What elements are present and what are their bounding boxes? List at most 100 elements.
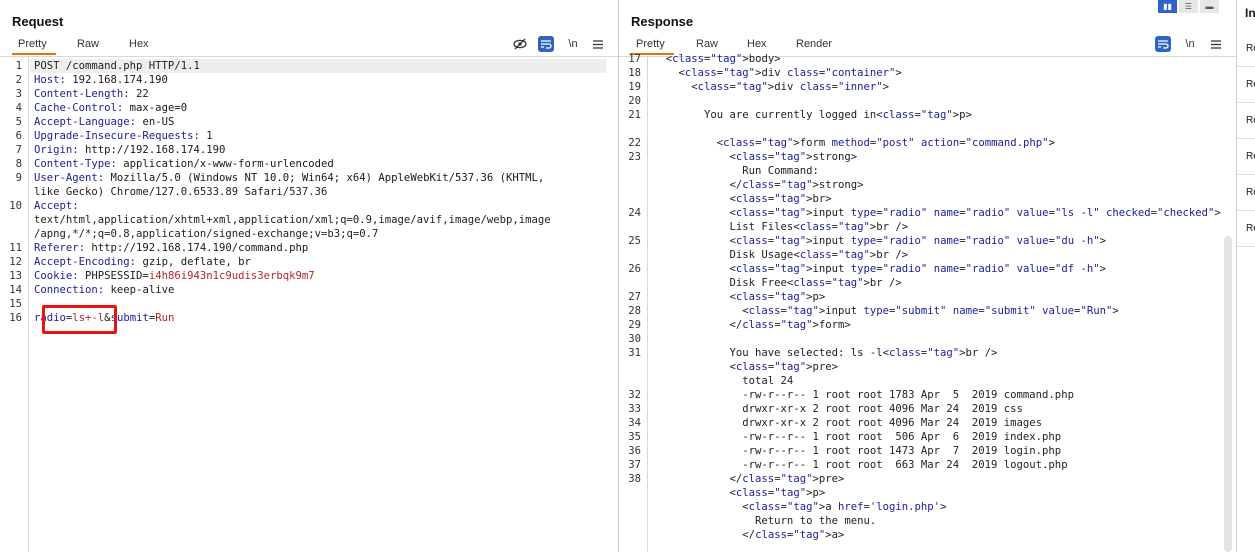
scrollbar[interactable]: [1224, 236, 1232, 552]
line-number: 10: [9, 200, 22, 212]
line-number: 15: [9, 298, 22, 310]
line-number: 37: [628, 459, 641, 471]
request-line: Upgrade-Insecure-Requests: 1: [34, 130, 213, 142]
request-line: Cookie: PHPSESSID=i4h86i943n1c9udis3erbq…: [34, 270, 315, 282]
menu-icon[interactable]: [1208, 36, 1224, 52]
inspector-row[interactable]: Re: [1237, 67, 1255, 103]
line-number: 5: [15, 116, 22, 128]
menu-icon[interactable]: [590, 36, 606, 52]
response-line: <class="tag">br>: [653, 193, 832, 205]
line-number: 7: [15, 144, 22, 156]
tab-render[interactable]: Render: [796, 38, 833, 50]
line-number: 20: [628, 95, 641, 107]
tab-raw[interactable]: Raw: [77, 38, 100, 50]
line-number: 1: [15, 60, 22, 72]
wrap-lines-icon[interactable]: [538, 36, 554, 52]
line-number: 22: [628, 137, 641, 149]
response-line: <class="tag">p>: [653, 291, 826, 303]
pane-divider[interactable]: [618, 0, 619, 552]
request-line: Content-Type: application/x-www-form-url…: [34, 158, 334, 170]
response-line: <class="tag">input type="radio" name="ra…: [653, 235, 1106, 247]
response-pane: Response Pretty Raw Hex Render \n 17 <cl…: [619, 0, 1236, 552]
request-line: Origin: http://192.168.174.190: [34, 144, 226, 156]
line-number: 17: [628, 53, 641, 65]
request-line: Accept-Encoding: gzip, deflate, br: [34, 256, 251, 268]
line-number: 6: [15, 130, 22, 142]
tab-hex[interactable]: Hex: [129, 38, 149, 50]
inspector-row[interactable]: Re: [1237, 31, 1255, 67]
line-number: 38: [628, 473, 641, 485]
response-line: <class="tag">input type="radio" name="ra…: [653, 207, 1221, 219]
tab-pretty[interactable]: Pretty: [630, 38, 674, 55]
response-line: </class="tag">pre>: [653, 473, 845, 485]
line-number: 27: [628, 291, 641, 303]
response-line: Return to the menu.: [653, 515, 877, 527]
request-line: Host: 192.168.174.190: [34, 74, 168, 86]
response-line: <class="tag">div class="inner">: [653, 81, 890, 93]
line-number: 28: [628, 305, 641, 317]
response-line: Run Command:: [653, 165, 819, 177]
response-line: </class="tag">strong>: [653, 179, 864, 191]
response-line: List Files<class="tag">br />: [653, 221, 909, 233]
request-line: Cache-Control: max-age=0: [34, 102, 188, 114]
response-line: -rw-r--r-- 1 root root 663 Mar 24 2019 l…: [653, 459, 1068, 471]
line-number: 21: [628, 109, 641, 121]
request-line: Content-Length: 22: [34, 88, 149, 100]
line-number: 24: [628, 207, 641, 219]
wrap-lines-icon[interactable]: [1155, 36, 1171, 52]
tab-divider: [0, 56, 618, 57]
response-line: You are currently logged in<class="tag">…: [653, 109, 972, 121]
inspector-row[interactable]: Re: [1237, 175, 1255, 211]
newline-toggle[interactable]: \n: [568, 38, 578, 50]
line-number: 11: [9, 242, 22, 254]
split-columns-icon[interactable]: ▮▮: [1158, 0, 1177, 13]
response-line: <class="tag">a href='login.php'>: [653, 501, 947, 513]
response-line: <class="tag">div class="container">: [653, 67, 902, 79]
response-title: Response: [631, 14, 694, 29]
line-number: 32: [628, 389, 641, 401]
line-number: 34: [628, 417, 641, 429]
request-line: Accept-Language: en-US: [34, 116, 175, 128]
line-gutter: [0, 57, 29, 552]
line-number: 16: [9, 312, 22, 324]
inspector-row[interactable]: Re: [1237, 139, 1255, 175]
response-line: Disk Free<class="tag">br />: [653, 277, 902, 289]
response-tabs: Pretty Raw Hex Render: [619, 34, 1236, 56]
request-line: Connection: keep-alive: [34, 284, 175, 296]
line-number: 14: [9, 284, 22, 296]
response-line: </class="tag">form>: [653, 319, 851, 331]
line-number: 2: [15, 74, 22, 86]
request-line: radio=ls+-l&submit=Run: [34, 312, 175, 324]
request-line: POST /command.php HTTP/1.1: [34, 60, 200, 72]
split-rows-icon[interactable]: ☰: [1179, 0, 1198, 13]
response-line: Disk Usage<class="tag">br />: [653, 249, 909, 261]
line-number: 3: [15, 88, 22, 100]
inspector-row[interactable]: Re: [1237, 103, 1255, 139]
pane-divider[interactable]: [1236, 0, 1237, 552]
response-line: <class="tag">strong>: [653, 151, 858, 163]
response-line: <class="tag">input type="submit" name="s…: [653, 305, 1119, 317]
line-number: 29: [628, 319, 641, 331]
line-number: 33: [628, 403, 641, 415]
highlight-box: [42, 305, 117, 334]
line-number: 23: [628, 151, 641, 163]
line-number: 18: [628, 67, 641, 79]
single-pane-icon[interactable]: ▬: [1200, 0, 1219, 13]
line-number: 25: [628, 235, 641, 247]
inspector-row[interactable]: Re: [1237, 211, 1255, 247]
line-number: 35: [628, 431, 641, 443]
newline-toggle[interactable]: \n: [1185, 38, 1195, 50]
tab-divider: [619, 56, 1236, 57]
line-gutter: [619, 57, 648, 552]
response-line: You have selected: ls -l<class="tag">br …: [653, 347, 998, 359]
line-number: 9: [15, 172, 22, 184]
tab-raw[interactable]: Raw: [696, 38, 719, 50]
tab-pretty[interactable]: Pretty: [12, 38, 56, 55]
hide-eye-icon[interactable]: [512, 36, 528, 52]
request-line: Accept:: [34, 200, 79, 212]
response-line: -rw-r--r-- 1 root root 506 Apr 6 2019 in…: [653, 431, 1062, 443]
tab-hex[interactable]: Hex: [747, 38, 767, 50]
response-line: <class="tag">pre>: [653, 361, 838, 373]
line-number: 12: [9, 256, 22, 268]
